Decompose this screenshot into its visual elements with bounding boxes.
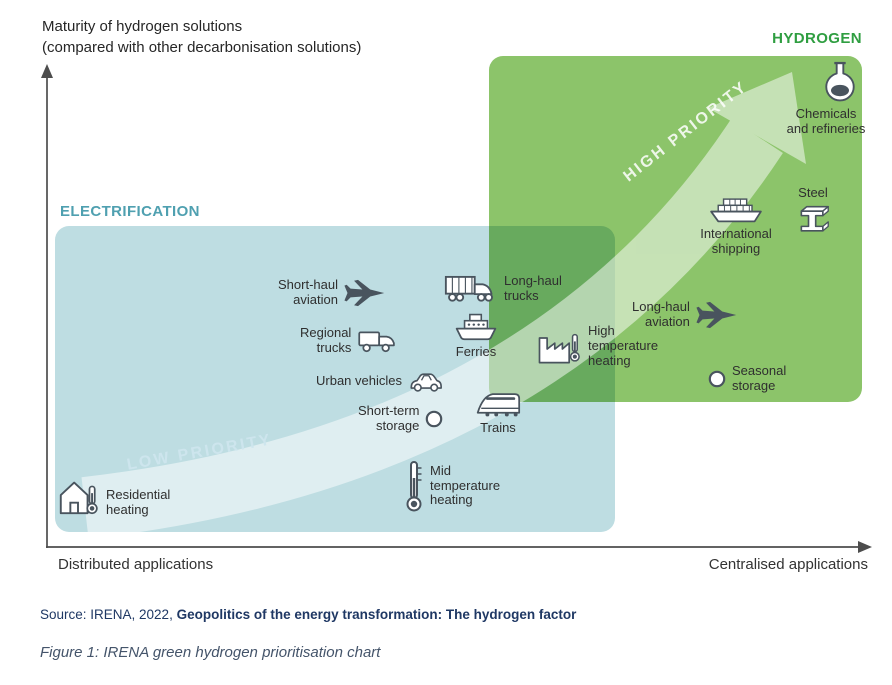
item-label: International shipping xyxy=(700,226,772,256)
item-label: Urban vehicles xyxy=(316,373,402,389)
item-label: Residential heating xyxy=(106,487,171,518)
item-long-haul-trucks: Long-haul trucks xyxy=(444,273,562,304)
cargo-ship-icon xyxy=(710,198,762,223)
semi-truck-icon xyxy=(444,275,493,302)
item-seasonal-storage: Seasonal storage xyxy=(708,363,787,394)
ferry-icon xyxy=(455,313,497,341)
source-line: Source: IRENA, 2022, Geopolitics of the … xyxy=(40,607,576,622)
car-icon xyxy=(410,373,442,392)
item-trains: Trains xyxy=(470,388,526,436)
source-prefix: Source: IRENA, 2022, xyxy=(40,607,177,622)
house-thermometer-icon xyxy=(59,481,98,515)
item-label: Long-haul trucks xyxy=(504,273,562,303)
item-label: High temperature heating xyxy=(588,323,659,368)
item-mid-temperature-heating: Mid temperature heating xyxy=(404,460,500,512)
x-axis-arrowhead xyxy=(858,541,872,553)
chart-title: Maturity of hydrogen solutions (compared… xyxy=(42,16,361,58)
item-long-haul-aviation: Long-haul aviation xyxy=(632,299,738,330)
x-axis-label-left: Distributed applications xyxy=(58,556,214,573)
figure-caption: Figure 1: IRENA green hydrogen prioritis… xyxy=(40,644,381,661)
chart-title-line2: (compared with other decarbonisation sol… xyxy=(42,39,362,56)
train-icon xyxy=(476,393,521,417)
item-residential-heating: Residential heating xyxy=(56,474,170,518)
item-high-temperature-heating: High temperature heating xyxy=(536,323,659,369)
item-label: Short-haul aviation xyxy=(278,277,338,307)
item-urban-vehicles: Urban vehicles xyxy=(316,370,444,393)
item-chemicals-refineries: Chemicals and refineries xyxy=(780,60,872,137)
flask-icon xyxy=(825,61,855,102)
thermometer-icon xyxy=(406,461,422,512)
item-label: Regional trucks xyxy=(300,325,352,355)
storage-circle-icon xyxy=(708,370,726,388)
item-ferries: Ferries xyxy=(450,310,502,360)
plane-icon xyxy=(344,279,385,307)
source-title: Geopolitics of the energy transformation… xyxy=(176,607,577,622)
item-steel: Steel xyxy=(790,185,836,238)
plane-icon xyxy=(696,301,737,329)
item-short-term-storage: Short-term storage xyxy=(358,403,443,434)
item-label: Seasonal storage xyxy=(732,363,787,393)
truck-icon xyxy=(358,331,396,353)
chart-title-line1: Maturity of hydrogen solutions xyxy=(42,18,243,35)
item-label: Chemicals and refineries xyxy=(786,106,866,136)
x-axis-label-right: Centralised applications xyxy=(708,556,868,573)
item-short-haul-aviation: Short-haul aviation xyxy=(278,277,386,308)
y-axis-arrowhead xyxy=(41,64,53,78)
steel-beam-icon xyxy=(800,205,830,232)
storage-circle-icon xyxy=(426,410,443,428)
item-label: Long-haul aviation xyxy=(632,299,690,329)
hydrogen-zone-label: HYDROGEN xyxy=(772,30,862,47)
item-label: Trains xyxy=(480,420,516,435)
factory-thermometer-icon xyxy=(538,333,580,364)
item-label: Short-term storage xyxy=(358,403,420,433)
item-international-shipping: International shipping xyxy=(696,192,776,257)
item-label: Steel xyxy=(798,185,828,200)
item-label: Mid temperature heating xyxy=(430,462,501,508)
item-regional-trucks: Regional trucks xyxy=(300,325,397,356)
electrification-zone-label: ELECTRIFICATION xyxy=(60,203,200,220)
item-label: Ferries xyxy=(455,344,497,359)
